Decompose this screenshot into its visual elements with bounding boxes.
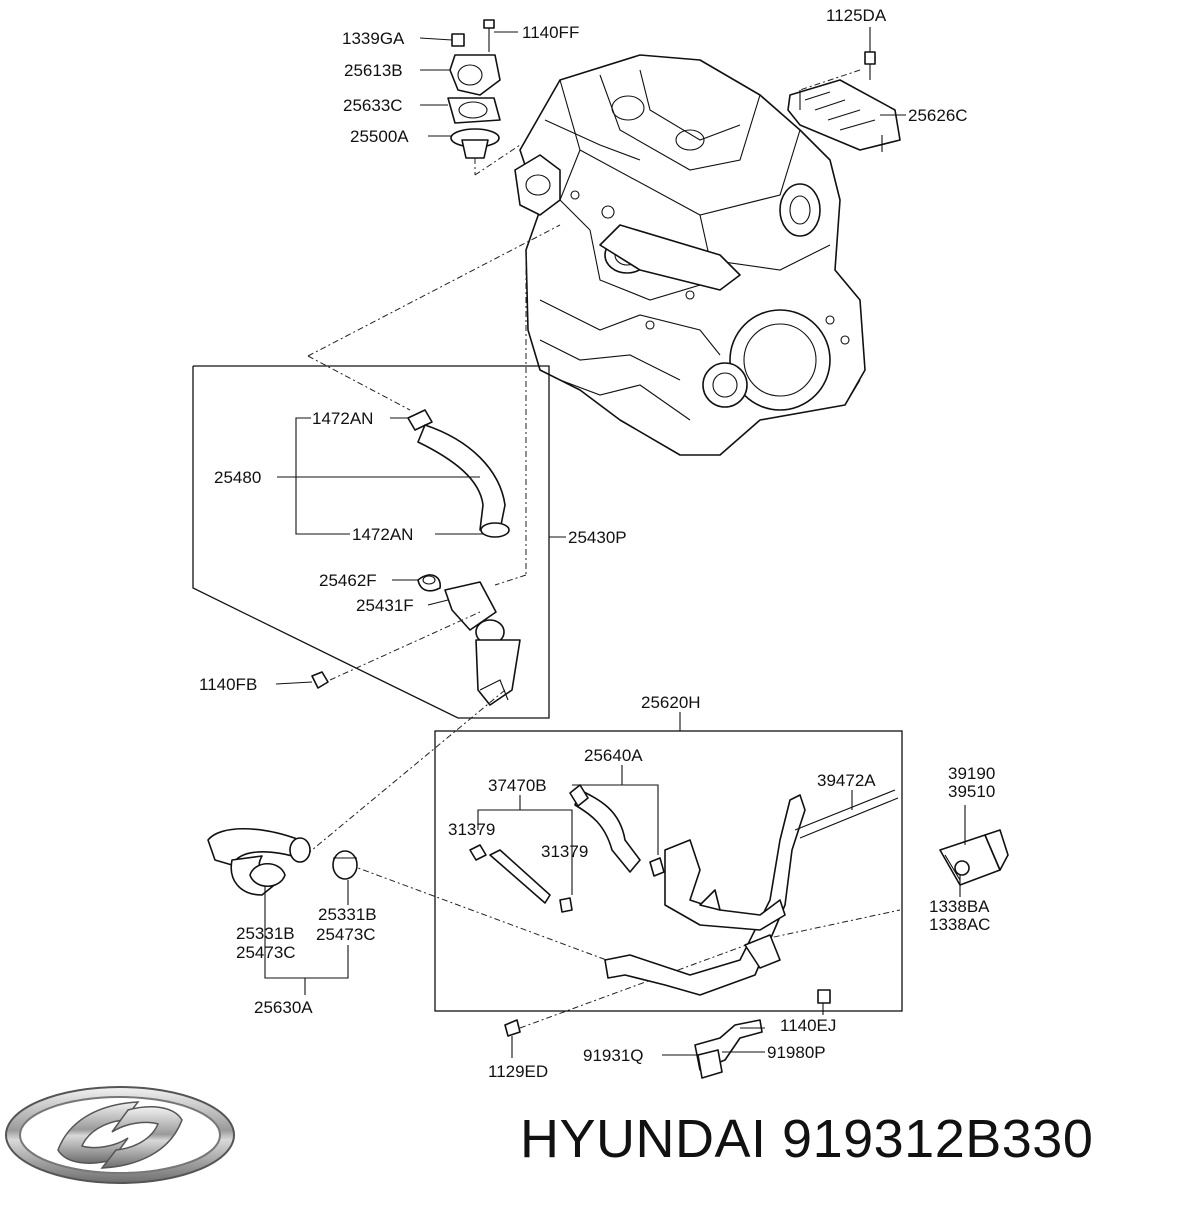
label-25462F: 25462F — [319, 571, 377, 590]
hyundai-logo-icon — [5, 1086, 235, 1184]
label-25430P: 25430P — [568, 528, 627, 547]
dashed-link-lines — [299, 224, 901, 1029]
label-37470B: 37470B — [488, 776, 547, 795]
label-91931Q: 91931Q — [583, 1046, 644, 1065]
brand-name: HYUNDAI — [520, 1109, 767, 1169]
bracket-group — [694, 1019, 763, 1079]
label-1472AN-bottom: 1472AN — [352, 525, 413, 544]
label-25630A: 25630A — [254, 998, 313, 1017]
label-25633C: 25633C — [343, 96, 403, 115]
hose-assembly-box — [192, 365, 550, 719]
label-1140FF: 1140FF — [522, 23, 579, 42]
label-1472AN-top: 1472AN — [312, 409, 373, 428]
heat-shield-group — [787, 51, 901, 152]
label-1338BA: 1338BA — [929, 897, 990, 916]
label-1129ED: 1129ED — [488, 1062, 548, 1081]
label-25626C: 25626C — [908, 106, 968, 125]
label-1140FB: 1140FB — [199, 675, 257, 694]
label-91980P: 91980P — [767, 1043, 826, 1062]
label-25620H: 25620H — [641, 693, 701, 712]
label-39472A: 39472A — [817, 771, 876, 790]
label-25473C-right: 25473C — [316, 925, 376, 944]
label-39190: 39190 — [948, 764, 995, 783]
label-25613B: 25613B — [344, 61, 403, 80]
label-25331B-left: 25331B — [236, 924, 295, 943]
label-25473C-left: 25473C — [236, 943, 296, 962]
label-39510: 39510 — [948, 782, 995, 801]
label-25331B-right: 25331B — [318, 905, 377, 924]
label-25640A: 25640A — [584, 746, 643, 765]
leader-lines — [264, 27, 966, 1058]
label-1140EJ: 1140EJ — [780, 1016, 836, 1035]
water-hose-group — [311, 409, 521, 706]
thermostat-housing-group — [447, 19, 521, 176]
label-25431F: 25431F — [356, 596, 414, 615]
part-labels: 1339GA 1140FF 1125DA 25613B 25633C 25500… — [199, 6, 995, 1081]
label-25480: 25480 — [214, 468, 261, 487]
label-1125DA: 1125DA — [826, 6, 887, 25]
lower-hose-group — [207, 828, 358, 896]
engine-block — [514, 54, 866, 456]
footer-part-title: HYUNDAI 919312B330 — [520, 1108, 1093, 1170]
part-number: 919312B330 — [782, 1109, 1094, 1169]
label-31379-right: 31379 — [541, 842, 588, 861]
label-31379-left: 31379 — [448, 820, 495, 839]
label-1338AC: 1338AC — [929, 915, 990, 934]
pipe-assembly-box — [434, 730, 903, 1012]
relay-group — [939, 829, 1009, 886]
label-1339GA: 1339GA — [342, 29, 405, 48]
label-25500A: 25500A — [350, 127, 409, 146]
water-pipe-group — [469, 784, 899, 1037]
